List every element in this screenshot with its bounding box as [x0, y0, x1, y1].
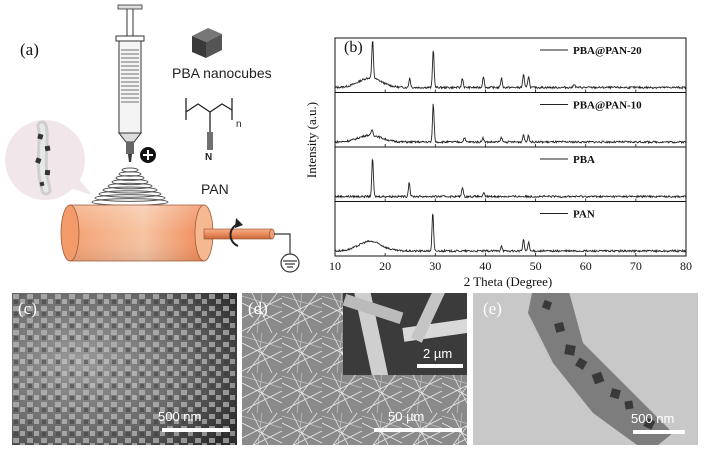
scale-bar-label: 500 nm	[158, 409, 202, 424]
drum-collector	[60, 204, 275, 262]
fiber-zoom-bubble	[5, 120, 92, 200]
inset-scale-bar-label: 2 µm	[423, 346, 453, 361]
series-line	[334, 158, 687, 199]
panel-a: (a)	[0, 0, 335, 285]
subplot-frame	[334, 146, 687, 202]
sem-image-nanocubes: (c) 500 nm	[12, 293, 237, 445]
panel-d-label: (d)	[248, 299, 268, 318]
scale-bar	[633, 430, 685, 434]
x-tick-label: 40	[479, 259, 491, 273]
x-tick-label: 20	[379, 259, 391, 273]
pba-nanocubes-label: PBA nanocubes	[172, 65, 272, 81]
legend-entry: PAN	[573, 209, 595, 221]
legend-entry: PBA@PAN-10	[573, 100, 642, 112]
subplot-frame	[334, 201, 687, 257]
panel-e-label: (e)	[483, 299, 502, 318]
scale-bar-label: 500 nm	[631, 411, 675, 426]
y-axis-label: Intensity (a.u.)	[304, 102, 319, 178]
pan-label: PAN	[201, 181, 229, 197]
pan-structure	[185, 98, 233, 150]
x-tick-label: 30	[429, 259, 441, 273]
nanocube-icon	[192, 28, 222, 58]
electrospinning-schematic	[5, 4, 300, 273]
x-tick-label: 50	[530, 259, 542, 273]
legend-entry: PBA	[573, 154, 595, 166]
scale-bar	[162, 428, 230, 432]
scale-bar-label: 50 µm	[388, 409, 425, 424]
x-tick-label: 10	[329, 259, 341, 273]
spiral-jet	[91, 167, 169, 206]
panel-a-label: (a)	[20, 40, 39, 59]
scale-bar	[374, 428, 462, 432]
panel-c-label: (c)	[18, 299, 37, 318]
legend-entry: PBA@PAN-20	[573, 45, 642, 57]
sem-image-fibers: 2 µm (d) 50 µm	[242, 293, 467, 445]
x-tick-label: 80	[680, 259, 692, 273]
panel-b-label: (b)	[344, 39, 363, 56]
series-line	[334, 41, 687, 90]
x-tick-label: 70	[630, 259, 642, 273]
x-axis-label: 2 Theta (Degree)	[464, 274, 553, 289]
inset-scale-bar	[417, 364, 463, 368]
ground-icon	[274, 233, 300, 273]
series-line	[334, 213, 687, 254]
polymer-repeat-n: n	[236, 119, 242, 130]
series-line	[334, 103, 686, 145]
panel-b: (b) Intensity (a.u.) 2 Theta (Degree) 10…	[300, 30, 704, 292]
tem-image-fiber: (e) 500 nm	[473, 293, 698, 445]
positive-charge-icon	[140, 147, 156, 163]
xrd-chart: (b) Intensity (a.u.) 2 Theta (Degree) 10…	[304, 37, 692, 289]
syringe	[115, 4, 145, 162]
sem-inset: 2 µm	[343, 293, 467, 375]
x-tick-label: 60	[580, 259, 592, 273]
nitrogen-atom: N	[205, 152, 213, 163]
